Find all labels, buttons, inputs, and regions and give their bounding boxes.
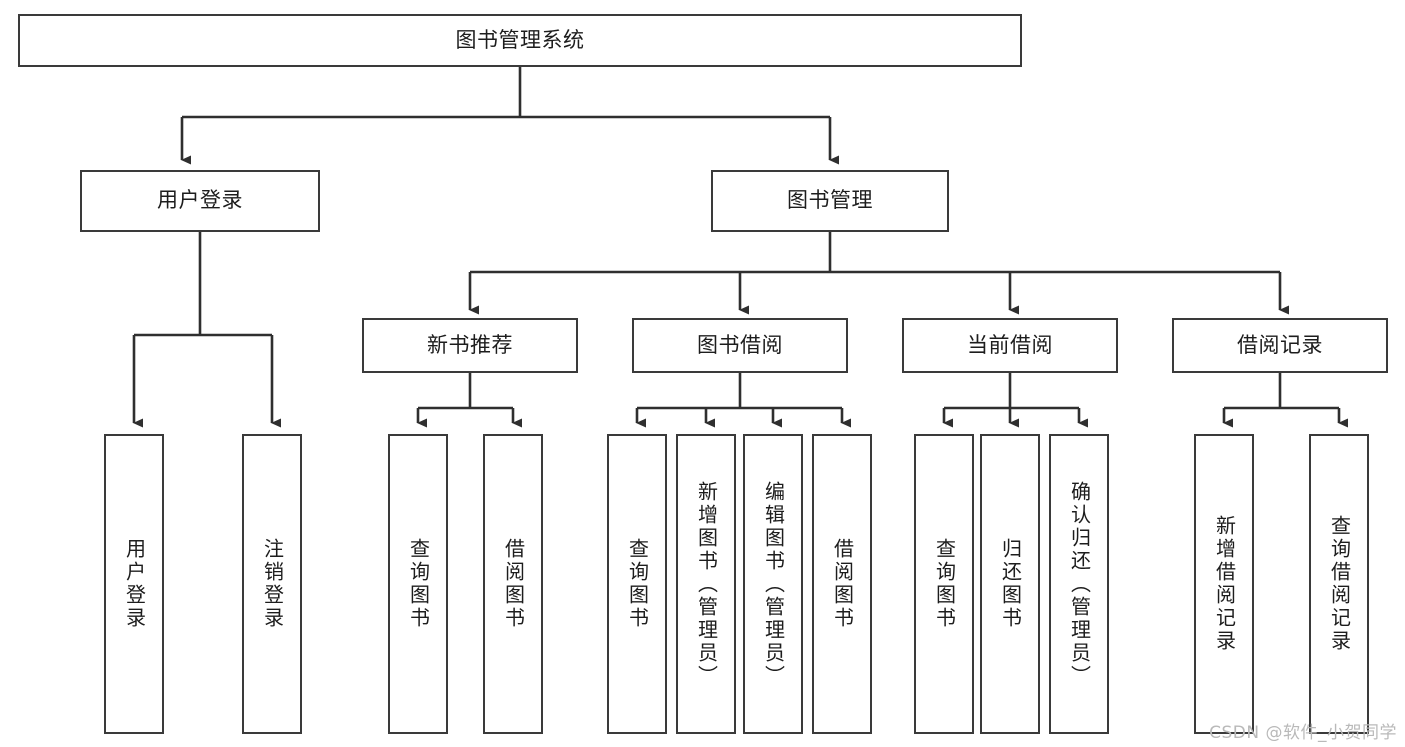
node-new-book-recommend[interactable]: 新书推荐 bbox=[362, 318, 578, 373]
leaf-user-login-login[interactable]: 用户登录 bbox=[104, 434, 164, 734]
node-book-borrow[interactable]: 图书借阅 bbox=[632, 318, 848, 373]
leaf-borrow-edit-book-admin[interactable]: 编辑图书（管理员） bbox=[743, 434, 803, 734]
leaf-recommend-borrow-book[interactable]: 借阅图书 bbox=[483, 434, 543, 734]
node-borrow-record[interactable]: 借阅记录 bbox=[1172, 318, 1388, 373]
node-label: 新增图书（管理员） bbox=[694, 480, 719, 688]
node-label: 注销登录 bbox=[260, 538, 285, 630]
node-book-management[interactable]: 图书管理 bbox=[711, 170, 949, 232]
node-label: 当前借阅 bbox=[967, 332, 1053, 357]
leaf-borrow-add-book-admin[interactable]: 新增图书（管理员） bbox=[676, 434, 736, 734]
node-label: 图书借阅 bbox=[697, 332, 783, 357]
node-label: 用户登录 bbox=[122, 538, 147, 630]
leaf-record-query-record[interactable]: 查询借阅记录 bbox=[1309, 434, 1369, 734]
node-label: 确认归还（管理员） bbox=[1067, 480, 1092, 688]
node-label: 编辑图书（管理员） bbox=[761, 480, 786, 688]
node-user-login[interactable]: 用户登录 bbox=[80, 170, 320, 232]
node-label: 查询图书 bbox=[625, 538, 650, 630]
node-label: 借阅图书 bbox=[830, 538, 855, 630]
node-label: 查询图书 bbox=[406, 538, 431, 630]
leaf-current-query-book[interactable]: 查询图书 bbox=[914, 434, 974, 734]
node-label: 归还图书 bbox=[998, 538, 1023, 630]
node-label: 借阅记录 bbox=[1237, 332, 1323, 357]
node-label: 查询图书 bbox=[932, 538, 957, 630]
leaf-user-login-logout[interactable]: 注销登录 bbox=[242, 434, 302, 734]
leaf-current-confirm-return-admin[interactable]: 确认归还（管理员） bbox=[1049, 434, 1109, 734]
node-label: 借阅图书 bbox=[501, 538, 526, 630]
leaf-borrow-query-book[interactable]: 查询图书 bbox=[607, 434, 667, 734]
leaf-record-add-record[interactable]: 新增借阅记录 bbox=[1194, 434, 1254, 734]
node-root-system[interactable]: 图书管理系统 bbox=[18, 14, 1022, 67]
node-label: 用户登录 bbox=[157, 188, 243, 213]
csdn-watermark: CSDN @软件_小贺同学 bbox=[1209, 723, 1397, 743]
node-label: 新增借阅记录 bbox=[1212, 515, 1237, 653]
node-label: 图书管理 bbox=[787, 188, 873, 213]
leaf-borrow-borrow-book[interactable]: 借阅图书 bbox=[812, 434, 872, 734]
node-label: 新书推荐 bbox=[427, 332, 513, 357]
node-label: 查询借阅记录 bbox=[1327, 515, 1352, 653]
leaf-recommend-query-book[interactable]: 查询图书 bbox=[388, 434, 448, 734]
leaf-current-return-book[interactable]: 归还图书 bbox=[980, 434, 1040, 734]
node-current-borrow[interactable]: 当前借阅 bbox=[902, 318, 1118, 373]
node-label: 图书管理系统 bbox=[455, 27, 585, 52]
